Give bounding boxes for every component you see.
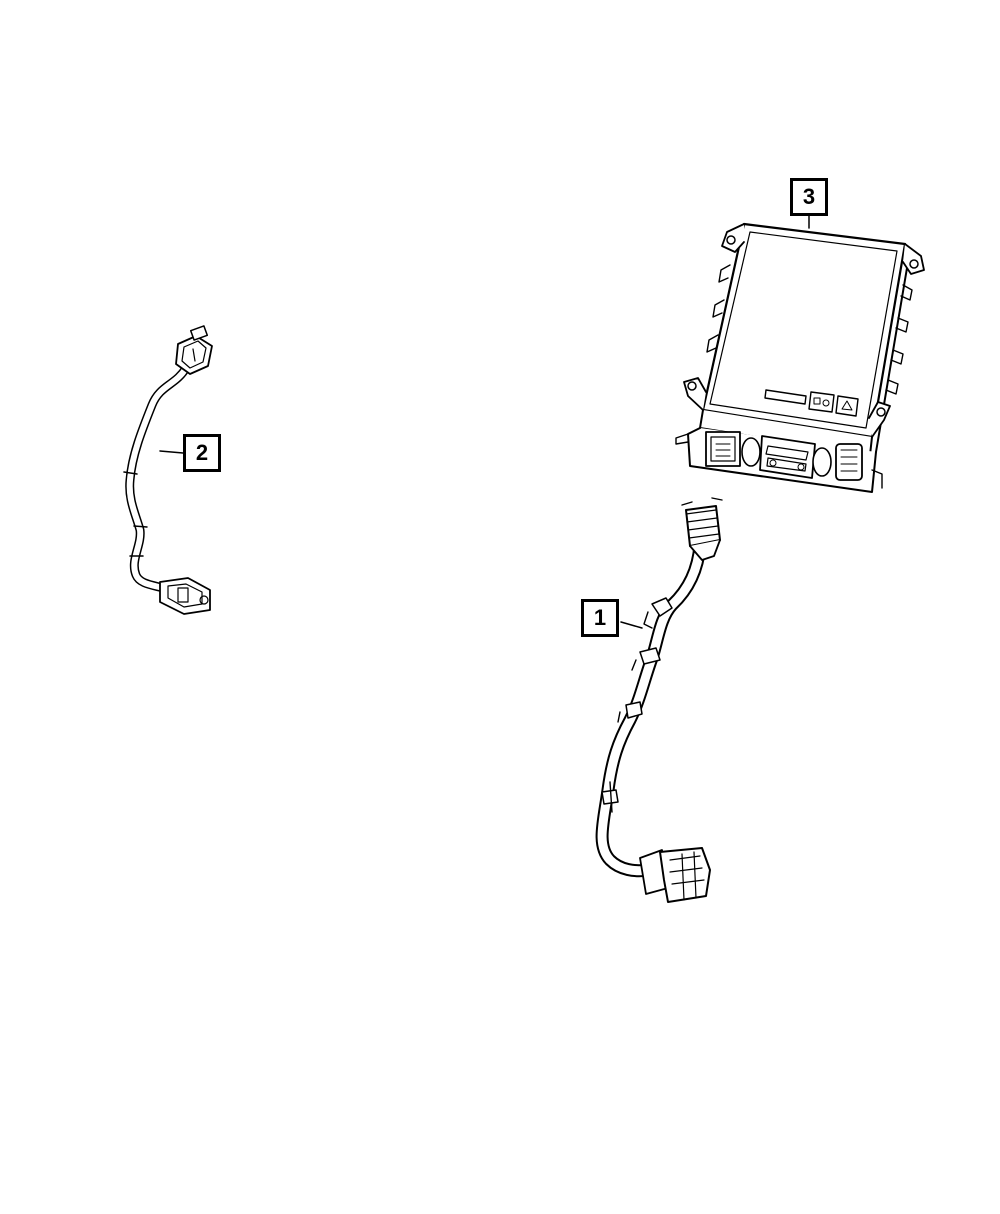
callout-2: 2 bbox=[183, 434, 221, 472]
callout-3: 3 bbox=[790, 178, 828, 216]
wiring-harness-1-icon bbox=[595, 497, 723, 903]
callout-1: 1 bbox=[581, 599, 619, 637]
control-module-icon bbox=[675, 215, 925, 493]
wiring-harness-2-icon bbox=[123, 325, 213, 615]
